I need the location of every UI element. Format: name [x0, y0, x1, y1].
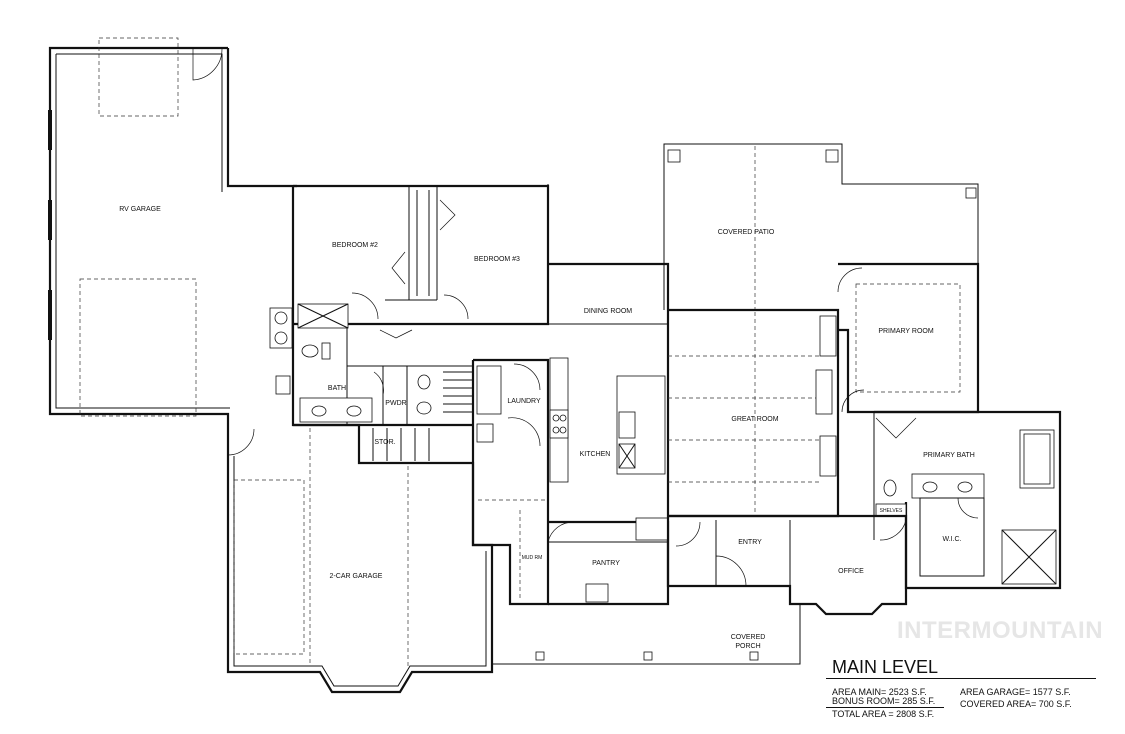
bedroom-3-label: BEDROOM #3	[474, 256, 520, 263]
bath-label: BATH	[328, 385, 346, 392]
covered-porch-label-1: COVERED	[731, 634, 766, 641]
primary-room	[837, 262, 980, 414]
office-label: OFFICE	[838, 568, 864, 575]
entry-label: ENTRY	[738, 539, 762, 546]
primary-bath-label: PRIMARY BATH	[923, 452, 975, 459]
area-garage: AREA GARAGE= 1577 S.F.	[960, 687, 1071, 697]
bedroom-2-label: BEDROOM #2	[332, 242, 378, 249]
covered-area: COVERED AREA= 700 S.F.	[960, 699, 1072, 709]
covered-patio-label: COVERED PATIO	[718, 229, 775, 236]
bedrooms-block	[291, 184, 550, 326]
stairs	[358, 371, 474, 464]
total-underline	[826, 707, 944, 708]
great-room	[668, 308, 840, 518]
kitchen-label: KITCHEN	[580, 451, 611, 458]
title-underline	[826, 678, 1096, 679]
laundry-mud	[471, 358, 550, 606]
primary-room-label: PRIMARY ROOM	[878, 328, 934, 335]
dining-room-label: DINING ROOM	[584, 308, 632, 315]
bonus-room-area: BONUS ROOM= 285 S.F.	[832, 696, 936, 706]
rv-garage-label: RV GARAGE	[119, 206, 161, 213]
pwdr-label: PWDR	[385, 400, 406, 407]
two-car-garage-label: 2-CAR GARAGE	[330, 573, 383, 580]
covered-patio	[547, 143, 979, 310]
area-main: AREA MAIN= 2523 S.F.	[832, 687, 927, 697]
laundry-label: LAUNDRY	[507, 398, 541, 405]
wic-label: W.I.C.	[942, 536, 961, 543]
primary-bath	[873, 410, 1062, 590]
stor-label: STOR.	[374, 439, 395, 446]
entry-office	[666, 514, 908, 616]
shelves-label: SHELVES	[880, 508, 903, 514]
great-room-label: GREAT ROOM	[731, 416, 778, 423]
pantry-label: PANTRY	[592, 560, 620, 567]
rv-garage	[48, 37, 297, 427]
watermark: INTERMOUNTAIN	[897, 617, 1104, 644]
bath-area	[269, 303, 473, 427]
level-title: MAIN LEVEL	[832, 657, 939, 677]
title-block: MAIN LEVEL AREA MAIN= 2523 S.F. BONUS RO…	[826, 655, 1106, 725]
kitchen-dining	[548, 262, 670, 516]
total-area: TOTAL AREA = 2808 S.F.	[832, 709, 935, 719]
covered-porch-label-2: PORCH	[735, 643, 760, 650]
two-car-garage	[226, 423, 494, 694]
mud-rm-label: MUD RM	[522, 555, 543, 561]
